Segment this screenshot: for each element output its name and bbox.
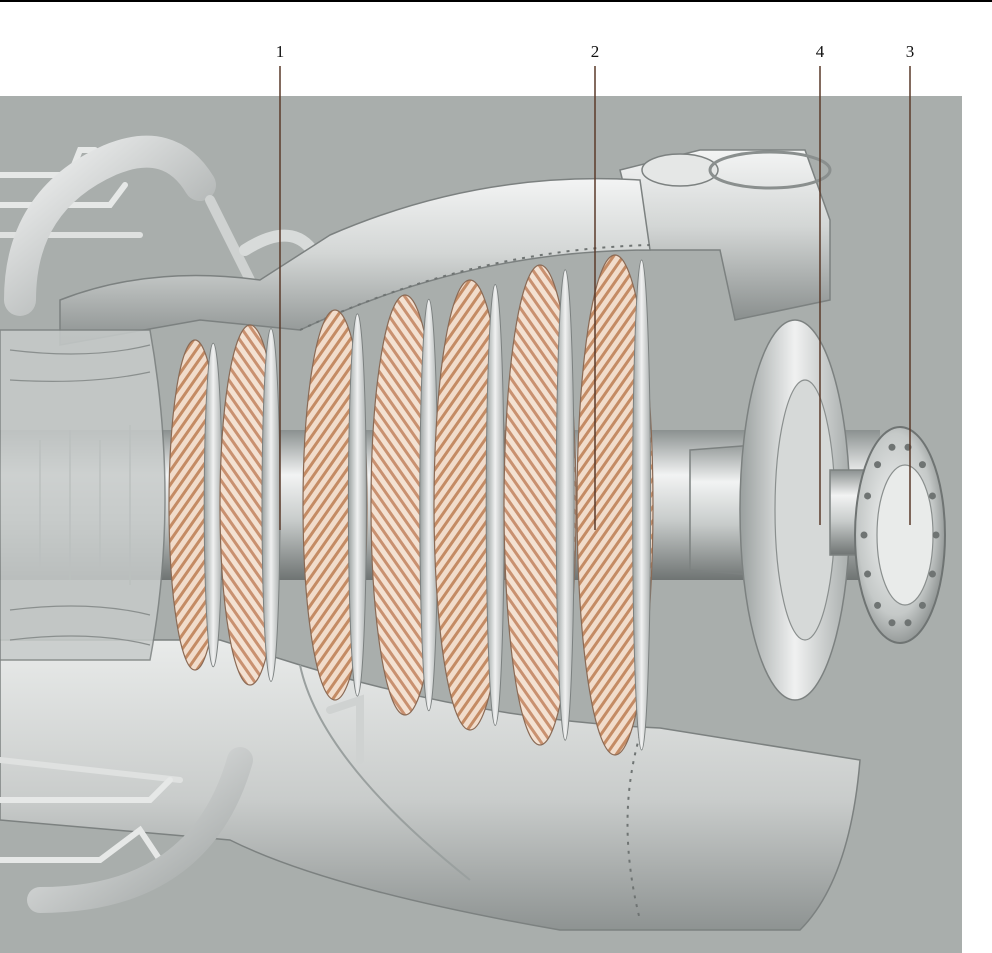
- flange-bolt: [888, 619, 895, 626]
- flange-bolt: [929, 571, 936, 578]
- rotor-disk: [348, 314, 366, 696]
- blade-stage-7: [577, 255, 653, 755]
- rotor-disk: [556, 270, 574, 740]
- callout-number-3: 3: [906, 42, 915, 62]
- blade-stage-4: [371, 295, 439, 715]
- rotor-disk: [486, 285, 504, 726]
- flange-bolt: [864, 492, 871, 499]
- blade-stage-1: [169, 340, 222, 670]
- blade-stage-5: [434, 280, 506, 730]
- callout-number-1: 1: [276, 42, 285, 62]
- flange-bolt: [864, 571, 871, 578]
- flange-bolt: [905, 619, 912, 626]
- rotor-disk: [262, 329, 280, 682]
- flange-bolt: [874, 602, 881, 609]
- flange-bolt: [933, 532, 940, 539]
- callout-number-4: 4: [816, 42, 825, 62]
- flange-bolt: [861, 532, 868, 539]
- blade-stage-6: [504, 265, 576, 745]
- inlet-section: [0, 330, 165, 660]
- flange-bolt: [888, 444, 895, 451]
- flange-bolt: [929, 492, 936, 499]
- flange-bolt: [919, 602, 926, 609]
- top-inspection-port: [642, 154, 718, 186]
- rotor-disk: [633, 260, 651, 750]
- blade-stage-3: [303, 310, 367, 700]
- bearing-housing-inner: [775, 380, 835, 640]
- flange-bolt: [874, 461, 881, 468]
- blade-stage-2: [220, 325, 280, 685]
- output-flange-face: [877, 465, 933, 605]
- callout-number-2: 2: [591, 42, 600, 62]
- flange-bolt: [919, 461, 926, 468]
